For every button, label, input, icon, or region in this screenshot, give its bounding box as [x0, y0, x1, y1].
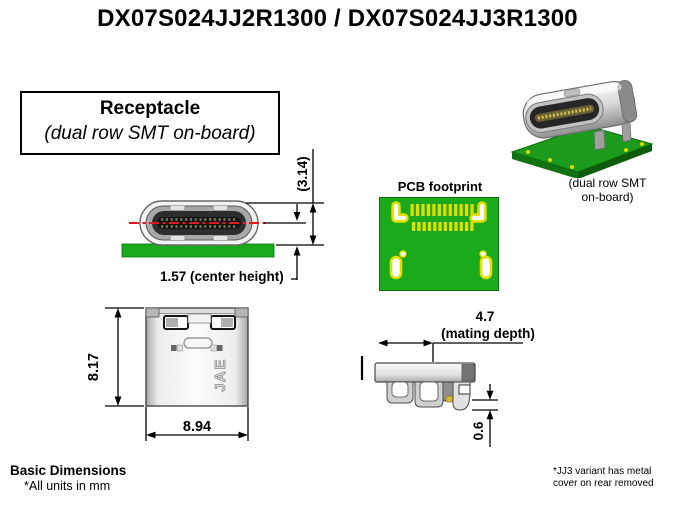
receptacle-label-box: Receptacle (dual row SMT on-board)	[20, 91, 280, 155]
pcb-pad	[421, 204, 425, 216]
top-view-front-edge	[158, 308, 236, 314]
side-view-rear-notch	[458, 384, 471, 395]
pcb-pad	[454, 204, 458, 216]
pcb-footprint-drawing	[379, 197, 499, 291]
pcb-pad	[459, 204, 463, 216]
pcb-pad	[438, 222, 442, 231]
side-view-standoff-dimension	[472, 384, 498, 447]
units-note: *All units in mm	[24, 479, 111, 493]
brand-mark: JAE	[212, 358, 229, 392]
dim-center-height: 1.57 (center height)	[160, 269, 284, 284]
footer-variant-note: *JJ3 variant has metal cover on rear rem…	[553, 466, 673, 489]
pcb-pad	[443, 204, 447, 216]
render-legs	[593, 121, 632, 151]
pcb-pads-row-bottom	[412, 222, 474, 231]
pcb-pad	[470, 204, 474, 216]
front-view-dimensions	[246, 149, 324, 280]
top-view-dimensions	[105, 307, 249, 441]
pcb-pad	[410, 204, 414, 216]
photo-caption: (dual row SMT on-board)	[540, 176, 675, 204]
pcb-footprint-label: PCB footprint	[397, 179, 483, 194]
front-view-pcb-bar	[121, 243, 275, 258]
pcb-pad	[459, 222, 463, 231]
top-view-center-emboss	[183, 337, 213, 349]
pcb-pad	[412, 222, 416, 231]
dim-overall-height: (3.14)	[295, 156, 310, 191]
side-view-drawing: 4.7 (mating depth)	[360, 309, 535, 447]
pcb-pad	[449, 222, 453, 231]
pcb-slot-right	[479, 255, 493, 280]
side-view-dimensions	[360, 339, 523, 380]
pcb-pads-row-top	[410, 204, 474, 216]
front-view-latch-tabs	[169, 205, 229, 241]
side-view-body	[374, 362, 476, 411]
photo-caption-line2: on-board)	[581, 190, 634, 204]
pcb-pad	[443, 222, 447, 231]
pcb-pad	[448, 204, 452, 216]
pcb-pad	[470, 222, 474, 231]
front-view-drawing: (3.14) 1.57 (center height)	[121, 149, 324, 284]
pcb-pad	[432, 204, 436, 216]
pcb-pad	[465, 222, 469, 231]
variant-note-line1: *JJ3 variant has metal	[553, 466, 652, 477]
top-view-drawing: JAE 8.17 8.94	[86, 307, 249, 441]
render-shell	[522, 80, 638, 139]
photo-caption-line1: (dual row SMT	[568, 176, 647, 190]
footer-basic-dimensions: Basic Dimensions *All units in mm	[10, 463, 126, 494]
variant-note-line2: cover on rear removed	[553, 477, 654, 489]
top-view-corner-left	[145, 307, 160, 318]
pcb-shield-pad-left	[391, 201, 409, 223]
pcb-pad	[422, 222, 426, 231]
connector-3d-render	[510, 80, 654, 178]
render-pcb	[510, 125, 654, 178]
dim-mating-depth-value: 4.7	[476, 309, 495, 324]
side-view-solder-contact	[445, 395, 454, 403]
basic-dimensions-title: Basic Dimensions	[10, 463, 127, 478]
pcb-shield-pad-right	[469, 201, 487, 223]
pcb-pad	[417, 222, 421, 231]
receptacle-subtitle: (dual row SMT on-board)	[44, 123, 256, 144]
dim-width-8-94: 8.94	[183, 419, 211, 435]
top-view-side-details	[171, 344, 223, 352]
pcb-hole-left	[399, 250, 407, 258]
pcb-pad	[437, 204, 441, 216]
pcb-pad	[415, 204, 420, 216]
dim-standoff-value: 0.6	[471, 421, 486, 440]
pcb-pad	[427, 222, 432, 231]
receptacle-title: Receptacle	[99, 98, 201, 119]
top-view-latch-holes	[163, 313, 236, 330]
page-title: DX07S024JJ2R1300 / DX07S024JJ3R1300	[97, 5, 578, 32]
pcb-pad	[454, 222, 458, 231]
pcb-slot-left	[389, 255, 403, 280]
pcb-pad	[465, 204, 469, 216]
top-view-corner-right	[234, 307, 249, 318]
dim-width-8-17: 8.17	[86, 353, 102, 381]
pcb-pad	[426, 204, 431, 216]
dim-mating-depth-label: (mating depth)	[441, 326, 535, 341]
pcb-pad	[433, 222, 437, 231]
